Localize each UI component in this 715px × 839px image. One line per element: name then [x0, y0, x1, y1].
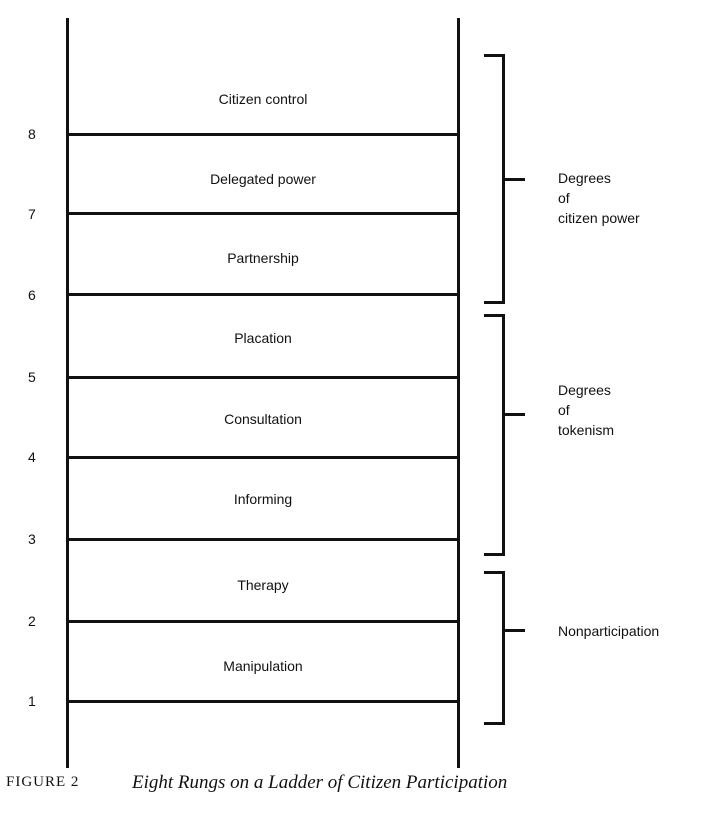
ladder-right-rail	[457, 18, 460, 768]
group-label-line: citizen power	[558, 210, 640, 226]
ladder-rung-2	[66, 620, 460, 623]
ladder-rung-3	[66, 538, 460, 541]
bracket-nonparticipation	[484, 571, 505, 725]
group-label-line: of	[558, 190, 570, 206]
ladder-rung-8	[66, 133, 460, 136]
rung-label-partnership: Partnership	[227, 250, 299, 266]
rung-number: 5	[28, 369, 36, 385]
group-label-line: of	[558, 402, 570, 418]
group-label-tokenism: Degrees of tokenism	[558, 380, 614, 440]
rung-label-consultation: Consultation	[224, 411, 302, 427]
group-label-citizen-power: Degrees of citizen power	[558, 168, 640, 228]
ladder-rung-6	[66, 293, 460, 296]
group-label-line: Nonparticipation	[558, 623, 660, 639]
rung-number: 1	[28, 693, 36, 709]
bracket-tokenism	[484, 314, 505, 556]
rung-number: 7	[28, 206, 36, 222]
rung-number: 2	[28, 613, 36, 629]
ladder-rung-5	[66, 376, 460, 379]
figure-title: Eight Rungs on a Ladder of Citizen Parti…	[132, 772, 508, 793]
bracket-tick-tokenism	[505, 413, 525, 416]
rung-number: 3	[28, 531, 36, 547]
group-label-line: Degrees	[558, 170, 611, 186]
rung-number: 4	[28, 449, 36, 465]
ladder-rung-7	[66, 212, 460, 215]
ladder-left-rail	[66, 18, 69, 768]
rung-label-informing: Informing	[233, 491, 293, 507]
figure-number: FIGURE 2	[6, 774, 80, 790]
bracket-tick-nonparticipation	[505, 629, 525, 632]
rung-label-manipulation: Manipulation	[223, 658, 303, 674]
rung-label-delegated-power: Delegated power	[210, 171, 316, 187]
ladder-rung-1	[66, 700, 460, 703]
group-label-nonparticipation: Nonparticipation	[558, 621, 659, 641]
rung-label-placation: Placation	[234, 330, 292, 346]
bracket-citizen-power	[484, 54, 505, 304]
rung-label-therapy: Therapy	[237, 577, 289, 593]
rung-label-citizen-control: Citizen control	[218, 91, 308, 107]
group-label-line: Degrees	[558, 382, 611, 398]
group-label-line: tokenism	[558, 422, 615, 438]
bracket-tick-citizen-power	[505, 178, 525, 181]
ladder-rung-4	[66, 456, 460, 459]
rung-number: 8	[28, 126, 36, 142]
rung-number: 6	[28, 287, 36, 303]
